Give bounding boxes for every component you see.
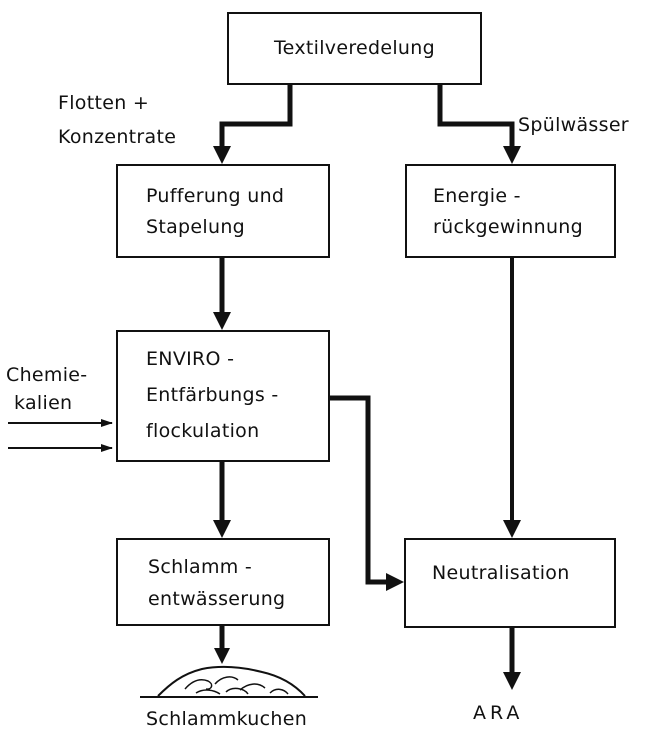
label-chemikalien-line2: kalien: [14, 392, 73, 414]
node-energie-line2: rückgewinnung: [433, 216, 583, 238]
label-schlammkuchen: Schlammkuchen: [146, 708, 308, 730]
arrowhead-kuchen: [214, 648, 230, 664]
node-textilveredelung-label: Textilveredelung: [274, 37, 435, 59]
label-chemikalien-line1: Chemie-: [6, 364, 88, 386]
arrowhead-pufferung: [213, 146, 231, 164]
schlammkuchen-heap-icon: [140, 665, 318, 698]
node-enviro-line2: Entfärbungs -: [146, 384, 279, 406]
arrowhead-neutralisation-top: [503, 520, 521, 538]
arrowhead-neutralisation-left: [386, 573, 404, 591]
node-neutralisation: Neutralisation: [404, 538, 616, 628]
node-textilveredelung: Textilveredelung: [227, 12, 482, 85]
node-enviro-line1: ENVIRO -: [146, 348, 235, 370]
node-enviro: ENVIRO - Entfärbungs - flockulation: [116, 330, 330, 462]
node-pufferung-line1: Pufferung und: [146, 185, 285, 207]
arrowhead-energie: [503, 146, 521, 164]
label-flotten-line1: Flotten +: [58, 92, 150, 114]
arrowhead-schlamm: [213, 520, 231, 538]
node-energie: Energie - rückgewinnung: [405, 164, 616, 258]
arrow-textil-to-energie: [437, 84, 515, 154]
node-energie-line1: Energie -: [433, 185, 521, 207]
arrowhead-ara: [503, 672, 521, 690]
label-spuelwaesser: Spülwässer: [518, 114, 629, 136]
node-schlamm-line2: entwässerung: [148, 588, 286, 610]
label-flotten-line2: Konzentrate: [58, 126, 177, 148]
node-schlamm: Schlamm - entwässerung: [116, 538, 330, 626]
arrow-enviro-to-neutralisation: [330, 395, 392, 585]
node-pufferung-line2: Stapelung: [146, 216, 246, 238]
node-pufferung: Pufferung und Stapelung: [116, 164, 330, 258]
arrow-textil-to-pufferung: [219, 84, 293, 154]
node-enviro-line3: flockulation: [146, 420, 260, 442]
label-ara: ARA: [473, 702, 524, 724]
node-neutralisation-label: Neutralisation: [432, 562, 570, 584]
node-schlamm-line1: Schlamm -: [148, 556, 253, 578]
arrowhead-enviro: [213, 312, 231, 330]
